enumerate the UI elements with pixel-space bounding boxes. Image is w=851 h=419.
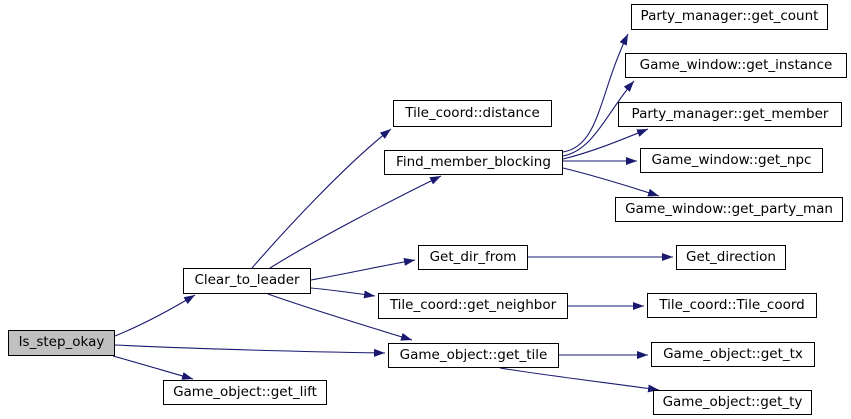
node-tile-coord-get-neighbor[interactable]: Tile_coord::get_neighbor bbox=[378, 293, 568, 319]
edge-find-member-to-get-member bbox=[562, 128, 649, 160]
node-party-manager-get-count[interactable]: Party_manager::get_count bbox=[631, 4, 828, 30]
edge-is-step-okay-to-clear-to-leader bbox=[114, 294, 196, 337]
node-party-manager-get-member[interactable]: Party_manager::get_member bbox=[618, 102, 842, 127]
node-get-dir-from[interactable]: Get_dir_from bbox=[418, 245, 528, 270]
edge-find-member-to-get-count bbox=[562, 33, 629, 153]
edge-clear-to-leader-to-find-member bbox=[269, 175, 442, 269]
edge-find-member-to-get-party-man bbox=[562, 167, 660, 197]
node-clear-to-leader[interactable]: Clear_to_leader bbox=[183, 268, 311, 294]
node-game-object-get-ty[interactable]: Game_object::get_ty bbox=[653, 390, 812, 415]
edge-clear-to-leader-to-get-tile bbox=[267, 293, 413, 341]
edge-get-tile-to-get-ty bbox=[499, 367, 660, 393]
edge-clear-to-leader-to-distance bbox=[251, 128, 392, 269]
node-game-object-get-tx[interactable]: Game_object::get_tx bbox=[651, 342, 815, 367]
node-get-direction[interactable]: Get_direction bbox=[676, 245, 786, 270]
edge-find-member-to-get-instance bbox=[562, 80, 635, 157]
node-find-member-blocking[interactable]: Find_member_blocking bbox=[384, 150, 563, 175]
node-game-window-get-party-man[interactable]: Game_window::get_party_man bbox=[615, 197, 843, 222]
node-tile-coord-tile-coord[interactable]: Tile_coord::Tile_coord bbox=[647, 293, 817, 318]
node-game-window-get-instance[interactable]: Game_window::get_instance bbox=[625, 53, 847, 78]
node-game-object-get-tile[interactable]: Game_object::get_tile bbox=[388, 343, 559, 368]
edge-is-step-okay-to-get-tile bbox=[114, 344, 386, 357]
edge-clear-to-leader-to-get-neighbor bbox=[310, 287, 376, 299]
node-game-window-get-npc[interactable]: Game_window::get_npc bbox=[640, 148, 823, 173]
node-game-object-get-lift[interactable]: Game_object::get_lift bbox=[163, 380, 327, 405]
node-tile-coord-distance[interactable]: Tile_coord::distance bbox=[393, 100, 552, 127]
node-is-step-okay: Is_step_okay bbox=[8, 330, 115, 356]
edge-clear-to-leader-to-get-dir-from bbox=[310, 257, 416, 281]
edge-is-step-okay-to-get-lift bbox=[112, 355, 194, 380]
